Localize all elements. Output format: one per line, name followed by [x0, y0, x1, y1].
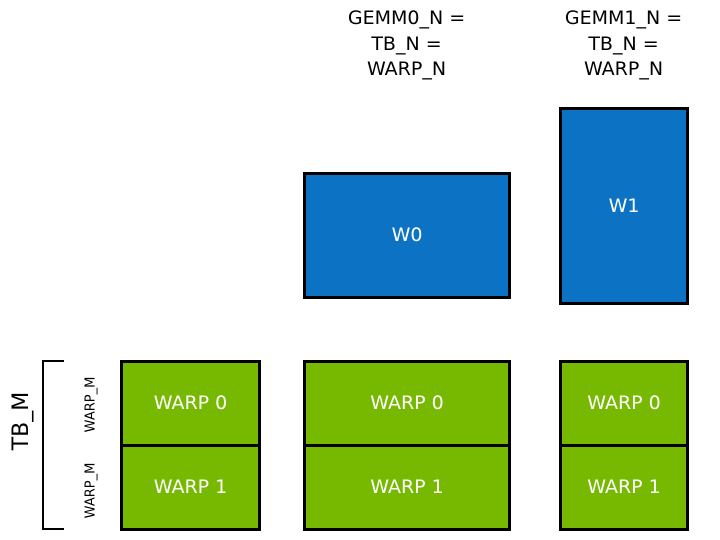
warp-tile-w0: W0	[303, 172, 511, 299]
warp-cell-label: WARP 1	[153, 476, 228, 498]
warp-cell-row1: WARP 1	[303, 444, 511, 531]
warp-column-2: WARP 0 WARP 1	[559, 360, 689, 531]
warp-column-0: WARP 0 WARP 1	[120, 360, 261, 531]
warp-cell-label: WARP 0	[153, 392, 228, 414]
warp-tile-w1: W1	[559, 107, 689, 305]
warp-cell-row0: WARP 0	[303, 360, 511, 447]
tb-m-bracket	[42, 360, 64, 530]
axis-label-warp-m-top: WARP_M	[83, 376, 99, 433]
warp-cell-row0: WARP 0	[120, 360, 261, 447]
warp-cell-row0: WARP 0	[559, 360, 689, 447]
warp-cell-label: WARP 1	[370, 476, 444, 498]
axis-label-warp-m-bottom: WARP_M	[83, 462, 99, 519]
warp-tile-w1-label: W1	[608, 194, 640, 217]
warp-tile-w0-label: W0	[391, 224, 423, 246]
caption-gemm0-n: GEMM0_N = TB_N = WARP_N	[347, 7, 466, 81]
warp-cell-row1: WARP 1	[120, 444, 261, 531]
caption-gemm1-n: GEMM1_N = TB_N = WARP_N	[564, 7, 683, 81]
warp-cell-label: WARP 0	[370, 392, 444, 414]
warp-column-1: WARP 0 WARP 1	[303, 360, 511, 531]
warp-cell-row1: WARP 1	[559, 444, 689, 531]
axis-label-tb-m: TB_M	[9, 391, 34, 451]
warp-cell-label: WARP 0	[587, 392, 661, 414]
warp-cell-label: WARP 1	[587, 476, 661, 498]
